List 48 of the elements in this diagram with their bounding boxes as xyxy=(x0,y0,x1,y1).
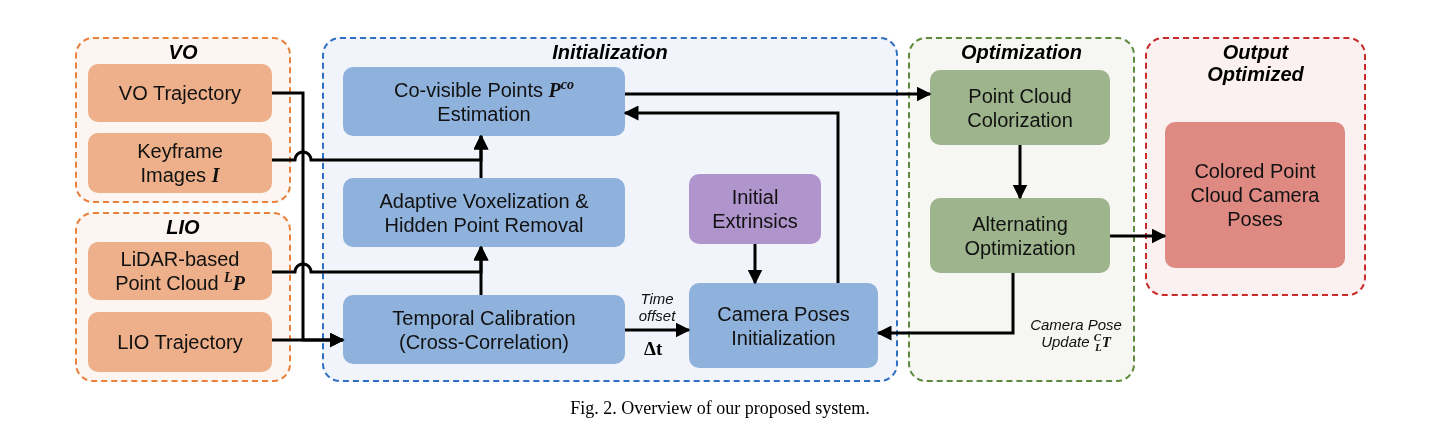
process-box xyxy=(930,70,1110,145)
arrow xyxy=(623,105,840,283)
arrow xyxy=(876,273,1015,341)
process-box xyxy=(1165,122,1345,268)
box-label: Point Cloud Colorization xyxy=(966,83,1074,132)
arrow xyxy=(625,86,932,102)
symbol-label: Δt xyxy=(644,338,663,360)
process-box xyxy=(88,133,272,193)
arrow xyxy=(272,332,345,348)
group-title: LIO xyxy=(165,216,201,238)
group-title: Output Optimized xyxy=(1206,41,1305,85)
box-label: Colored Point Cloud Camera Poses xyxy=(1189,159,1321,231)
process-box xyxy=(88,312,272,372)
group-title: VO xyxy=(167,41,199,63)
process-box xyxy=(88,242,272,300)
box-label: Alternating Optimization xyxy=(963,211,1077,260)
group-panel xyxy=(1145,37,1366,296)
figure-caption: Fig. 2. Overview of our proposed system. xyxy=(569,398,871,419)
arrow xyxy=(1110,228,1167,244)
process-box xyxy=(343,178,625,247)
arrow xyxy=(1012,145,1028,200)
process-box xyxy=(88,64,272,122)
process-box xyxy=(343,67,625,136)
arrow xyxy=(473,245,489,295)
box-label: Co-visible Points P$^{co}$ Estimation xyxy=(393,77,575,126)
process-box xyxy=(343,295,625,364)
arrow xyxy=(625,322,691,338)
box-label: LIO Trajectory xyxy=(116,330,244,354)
group-panel xyxy=(322,37,898,382)
arrow xyxy=(473,134,489,178)
group-title: Initialization xyxy=(551,41,669,63)
box-label: Adaptive Voxelization & Hidden Point Removal xyxy=(378,188,590,237)
edge-label: Camera Pose Update $^{C}$$_{L}$T xyxy=(1029,316,1123,351)
process-box xyxy=(689,174,821,244)
box-label: VO Trajectory xyxy=(117,81,243,105)
arrow xyxy=(747,244,763,285)
group-panel xyxy=(75,37,291,203)
group-panel xyxy=(75,212,291,382)
edge-label: Time offset xyxy=(637,290,677,324)
process-box xyxy=(689,283,878,368)
process-box xyxy=(930,198,1110,273)
box-label: Camera Poses Initialization xyxy=(716,301,851,350)
box-label: Initial Extrinsics xyxy=(711,185,799,233)
box-label: LiDAR-based Point Cloud $^{L}$P xyxy=(114,247,246,295)
box-label: Keyframe Images I xyxy=(136,139,224,187)
group-panel xyxy=(908,37,1135,382)
box-label: Temporal Calibration (Cross-Correlation) xyxy=(391,305,577,354)
group-title: Optimization xyxy=(959,41,1084,63)
